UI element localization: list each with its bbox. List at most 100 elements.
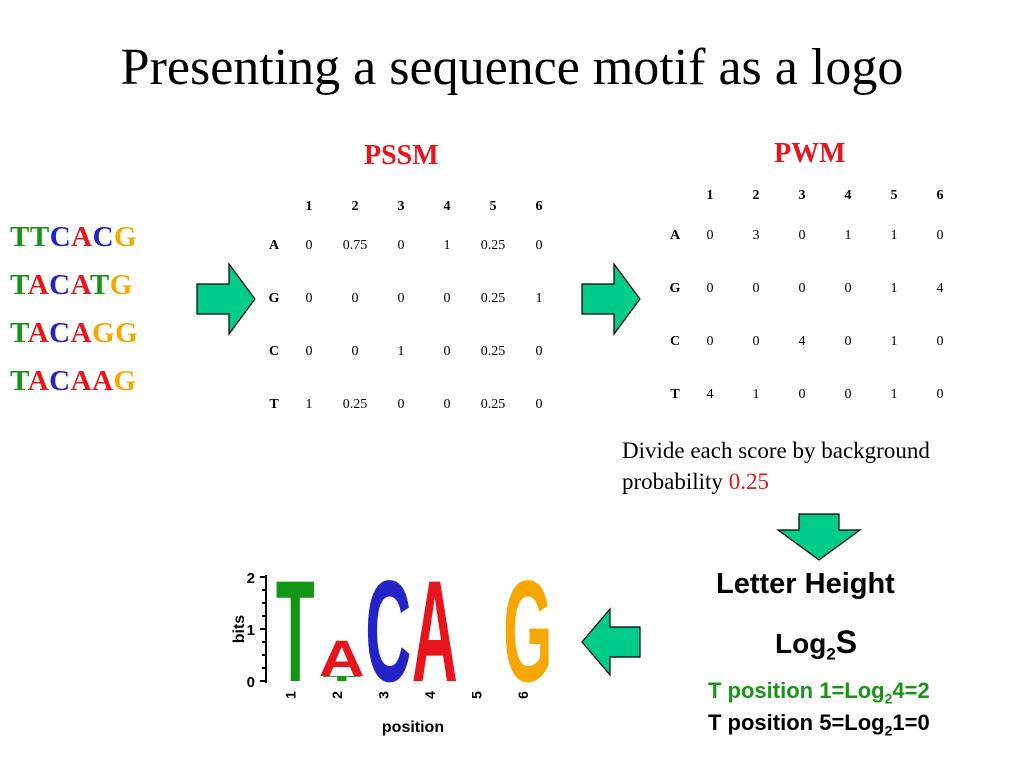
logo-ylabel: bits xyxy=(231,615,248,644)
matrix-cell: 0 xyxy=(351,343,359,359)
formula-suffix: S xyxy=(835,624,858,660)
log2s-formula: Log2S xyxy=(775,624,857,665)
matrix-cell: 0 xyxy=(443,396,451,412)
base-letter: G xyxy=(92,317,116,349)
sequence-row: TACAAG xyxy=(10,357,138,405)
matrix-cell: 0 xyxy=(443,343,451,359)
column-header: 4 xyxy=(844,188,852,203)
matrix-cell: 1 xyxy=(443,237,451,253)
matrix-cell: 0.25 xyxy=(342,396,368,412)
xtick-label: 6 xyxy=(515,691,531,699)
base-letter: A xyxy=(27,317,50,349)
matrix-cell: 0 xyxy=(535,237,543,253)
example-position-1: T position 1=Log24=2 xyxy=(708,678,930,707)
base-letter: A xyxy=(27,269,50,301)
row-label: G xyxy=(669,280,681,296)
matrix-cell: 1 xyxy=(752,386,760,402)
matrix-cell: 1 xyxy=(890,227,898,243)
matrix-cell: 0.75 xyxy=(342,237,368,253)
logo-letter-T: T xyxy=(322,674,361,682)
matrix-cell: 1 xyxy=(535,290,543,306)
xtick-label: 4 xyxy=(422,691,438,699)
matrix-cell: 0 xyxy=(752,333,760,349)
pwm-row: A 0 3 0 1 1 0 xyxy=(663,209,963,262)
matrix-cell: 0 xyxy=(936,386,944,402)
sequence-row: TACATG xyxy=(10,261,138,309)
matrix-cell: 0 xyxy=(844,386,852,402)
matrix-cell: 0.25 xyxy=(480,396,506,412)
matrix-cell: 0 xyxy=(706,227,714,243)
base-letter: A xyxy=(70,269,90,301)
pwm-title: PWM xyxy=(774,138,846,169)
matrix-cell: 0 xyxy=(535,396,543,412)
column-header: 6 xyxy=(535,199,543,214)
xtick-label: 3 xyxy=(375,691,391,699)
base-letter: T xyxy=(10,221,30,253)
matrix-cell: 0 xyxy=(706,333,714,349)
row-label: G xyxy=(268,290,280,306)
matrix-cell: 0.25 xyxy=(480,237,506,253)
matrix-cell: 1 xyxy=(844,227,852,243)
logo-letter-A: A xyxy=(319,631,365,687)
matrix-cell: 1 xyxy=(305,396,313,412)
xtick-label: 1 xyxy=(282,691,298,699)
column-header: 2 xyxy=(351,199,359,214)
row-label: A xyxy=(669,227,681,243)
base-letter: G xyxy=(115,317,139,349)
matrix-cell: 4 xyxy=(798,333,806,349)
base-letter: G xyxy=(113,365,137,397)
pssm-row: T 1 0.25 0 0 0.25 0 xyxy=(262,378,562,431)
logo-letter-C: C xyxy=(365,560,411,712)
matrix-cell: 1 xyxy=(890,333,898,349)
column-header: 2 xyxy=(752,188,760,203)
column-header: 1 xyxy=(305,199,313,214)
note-text: Divide each score by background probabil… xyxy=(622,438,930,494)
matrix-cell: 0 xyxy=(936,333,944,349)
matrix-cell: 0 xyxy=(752,280,760,296)
row-label: A xyxy=(268,237,280,253)
ytick-label: 0 xyxy=(247,674,255,691)
ytick-label: 2 xyxy=(247,570,255,587)
base-letter: C xyxy=(49,221,72,253)
arrow-right-icon xyxy=(581,262,641,336)
matrix-cell: 0 xyxy=(936,227,944,243)
base-letter: G xyxy=(114,221,138,253)
formula-sub: 2 xyxy=(826,644,836,664)
logo-letter-G: G xyxy=(503,560,552,712)
matrix-cell: 0 xyxy=(397,290,405,306)
background-note: Divide each score by background probabil… xyxy=(622,435,1017,497)
matrix-cell: 0 xyxy=(397,396,405,412)
matrix-cell: 4 xyxy=(936,280,944,296)
matrix-cell: 0 xyxy=(798,227,806,243)
row-label: T xyxy=(269,396,279,412)
letter-height-title: Letter Height xyxy=(716,568,895,600)
matrix-cell: 0 xyxy=(397,237,405,253)
column-header: 6 xyxy=(936,188,944,203)
column-header: 4 xyxy=(443,199,451,214)
base-letter: G xyxy=(109,269,133,301)
corner-cell xyxy=(663,183,687,209)
arrow-right-icon xyxy=(196,262,256,336)
corner-cell xyxy=(262,195,286,219)
sequence-row: TACAGG xyxy=(10,309,138,357)
matrix-cell: 3 xyxy=(752,227,760,243)
logo-letter-A: A xyxy=(412,560,458,712)
matrix-cell: 0 xyxy=(351,290,359,306)
base-letter: C xyxy=(49,317,71,349)
matrix-cell: 1 xyxy=(890,280,898,296)
column-header: 3 xyxy=(397,199,405,214)
arrow-down-icon xyxy=(776,513,862,561)
row-label: C xyxy=(669,333,681,349)
base-letter: A xyxy=(27,365,50,397)
pssm-title: PSSM xyxy=(364,140,439,171)
matrix-cell: 0 xyxy=(706,280,714,296)
xtick-label: 5 xyxy=(468,691,484,699)
matrix-cell: 0 xyxy=(443,290,451,306)
